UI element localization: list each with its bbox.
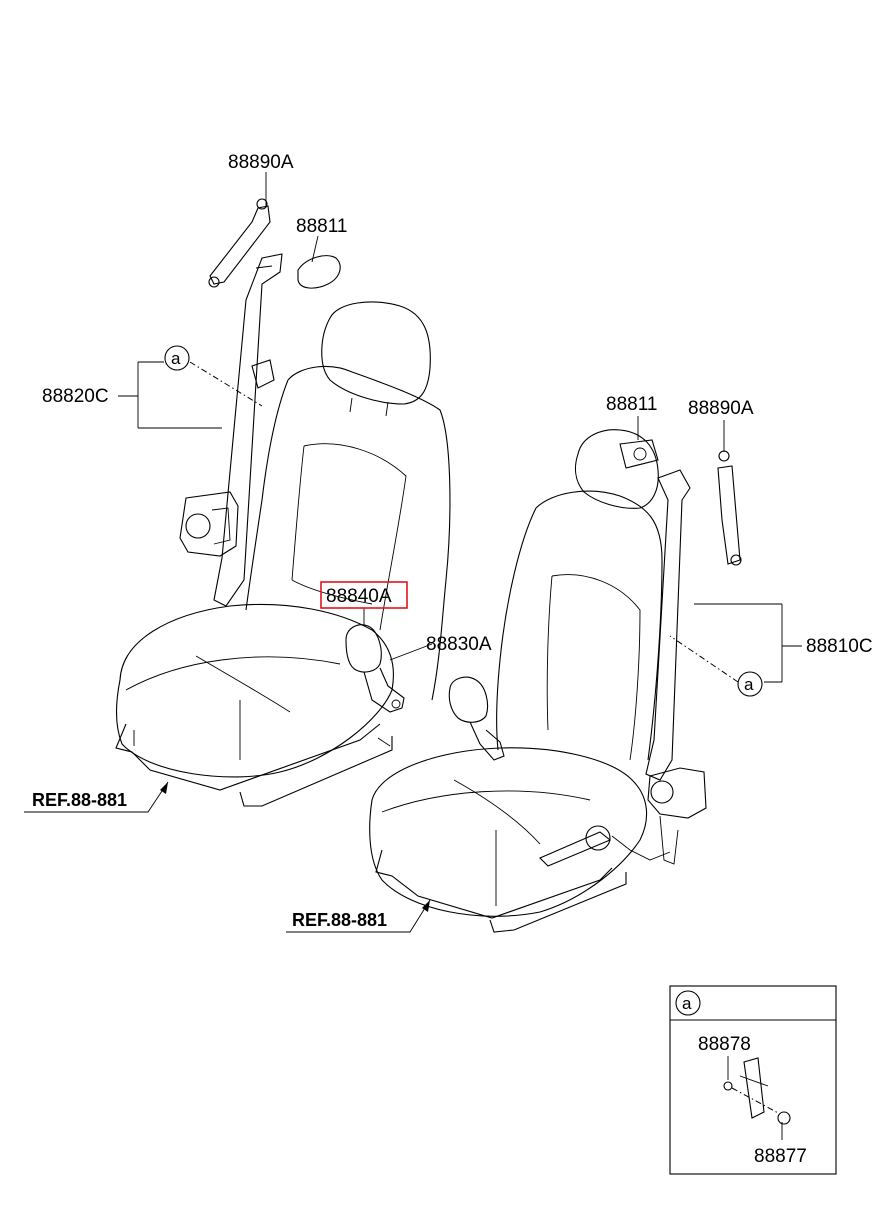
label-88811-left: 88811 <box>296 216 347 237</box>
left-belt-assembly-drawing <box>179 198 405 713</box>
callout-marker-left <box>164 345 190 371</box>
label-88810c: 88810C <box>806 636 873 657</box>
right-seat <box>369 429 671 933</box>
ref-label-left: REF.88-881 <box>32 790 127 810</box>
callout-marker-left-text: a <box>171 349 181 368</box>
leader-lines <box>24 172 802 933</box>
right-belt-assembly-drawing <box>448 439 742 865</box>
label-88877: 88877 <box>754 1146 807 1167</box>
label-88878: 88878 <box>698 1034 751 1055</box>
callout-marker-right <box>737 671 763 697</box>
label-88820c: 88820C <box>42 386 109 407</box>
label-88830a: 88830A <box>426 634 492 655</box>
ref-label-right: REF.88-881 <box>292 910 387 930</box>
label-88811-right: 88811 <box>606 394 657 415</box>
label-88840a[interactable]: 88840A <box>326 586 392 607</box>
detail-box-a: a 88878 88877 <box>669 985 837 1175</box>
label-88890a-right: 88890A <box>688 398 754 419</box>
callout-marker-right-text: a <box>744 675 754 694</box>
left-seat <box>115 301 451 807</box>
detail-box-marker <box>675 990 701 1016</box>
label-88890a-left: 88890A <box>228 152 294 173</box>
highlight-box-88840a <box>320 581 408 609</box>
detail-box-marker-text: a <box>682 994 692 1013</box>
